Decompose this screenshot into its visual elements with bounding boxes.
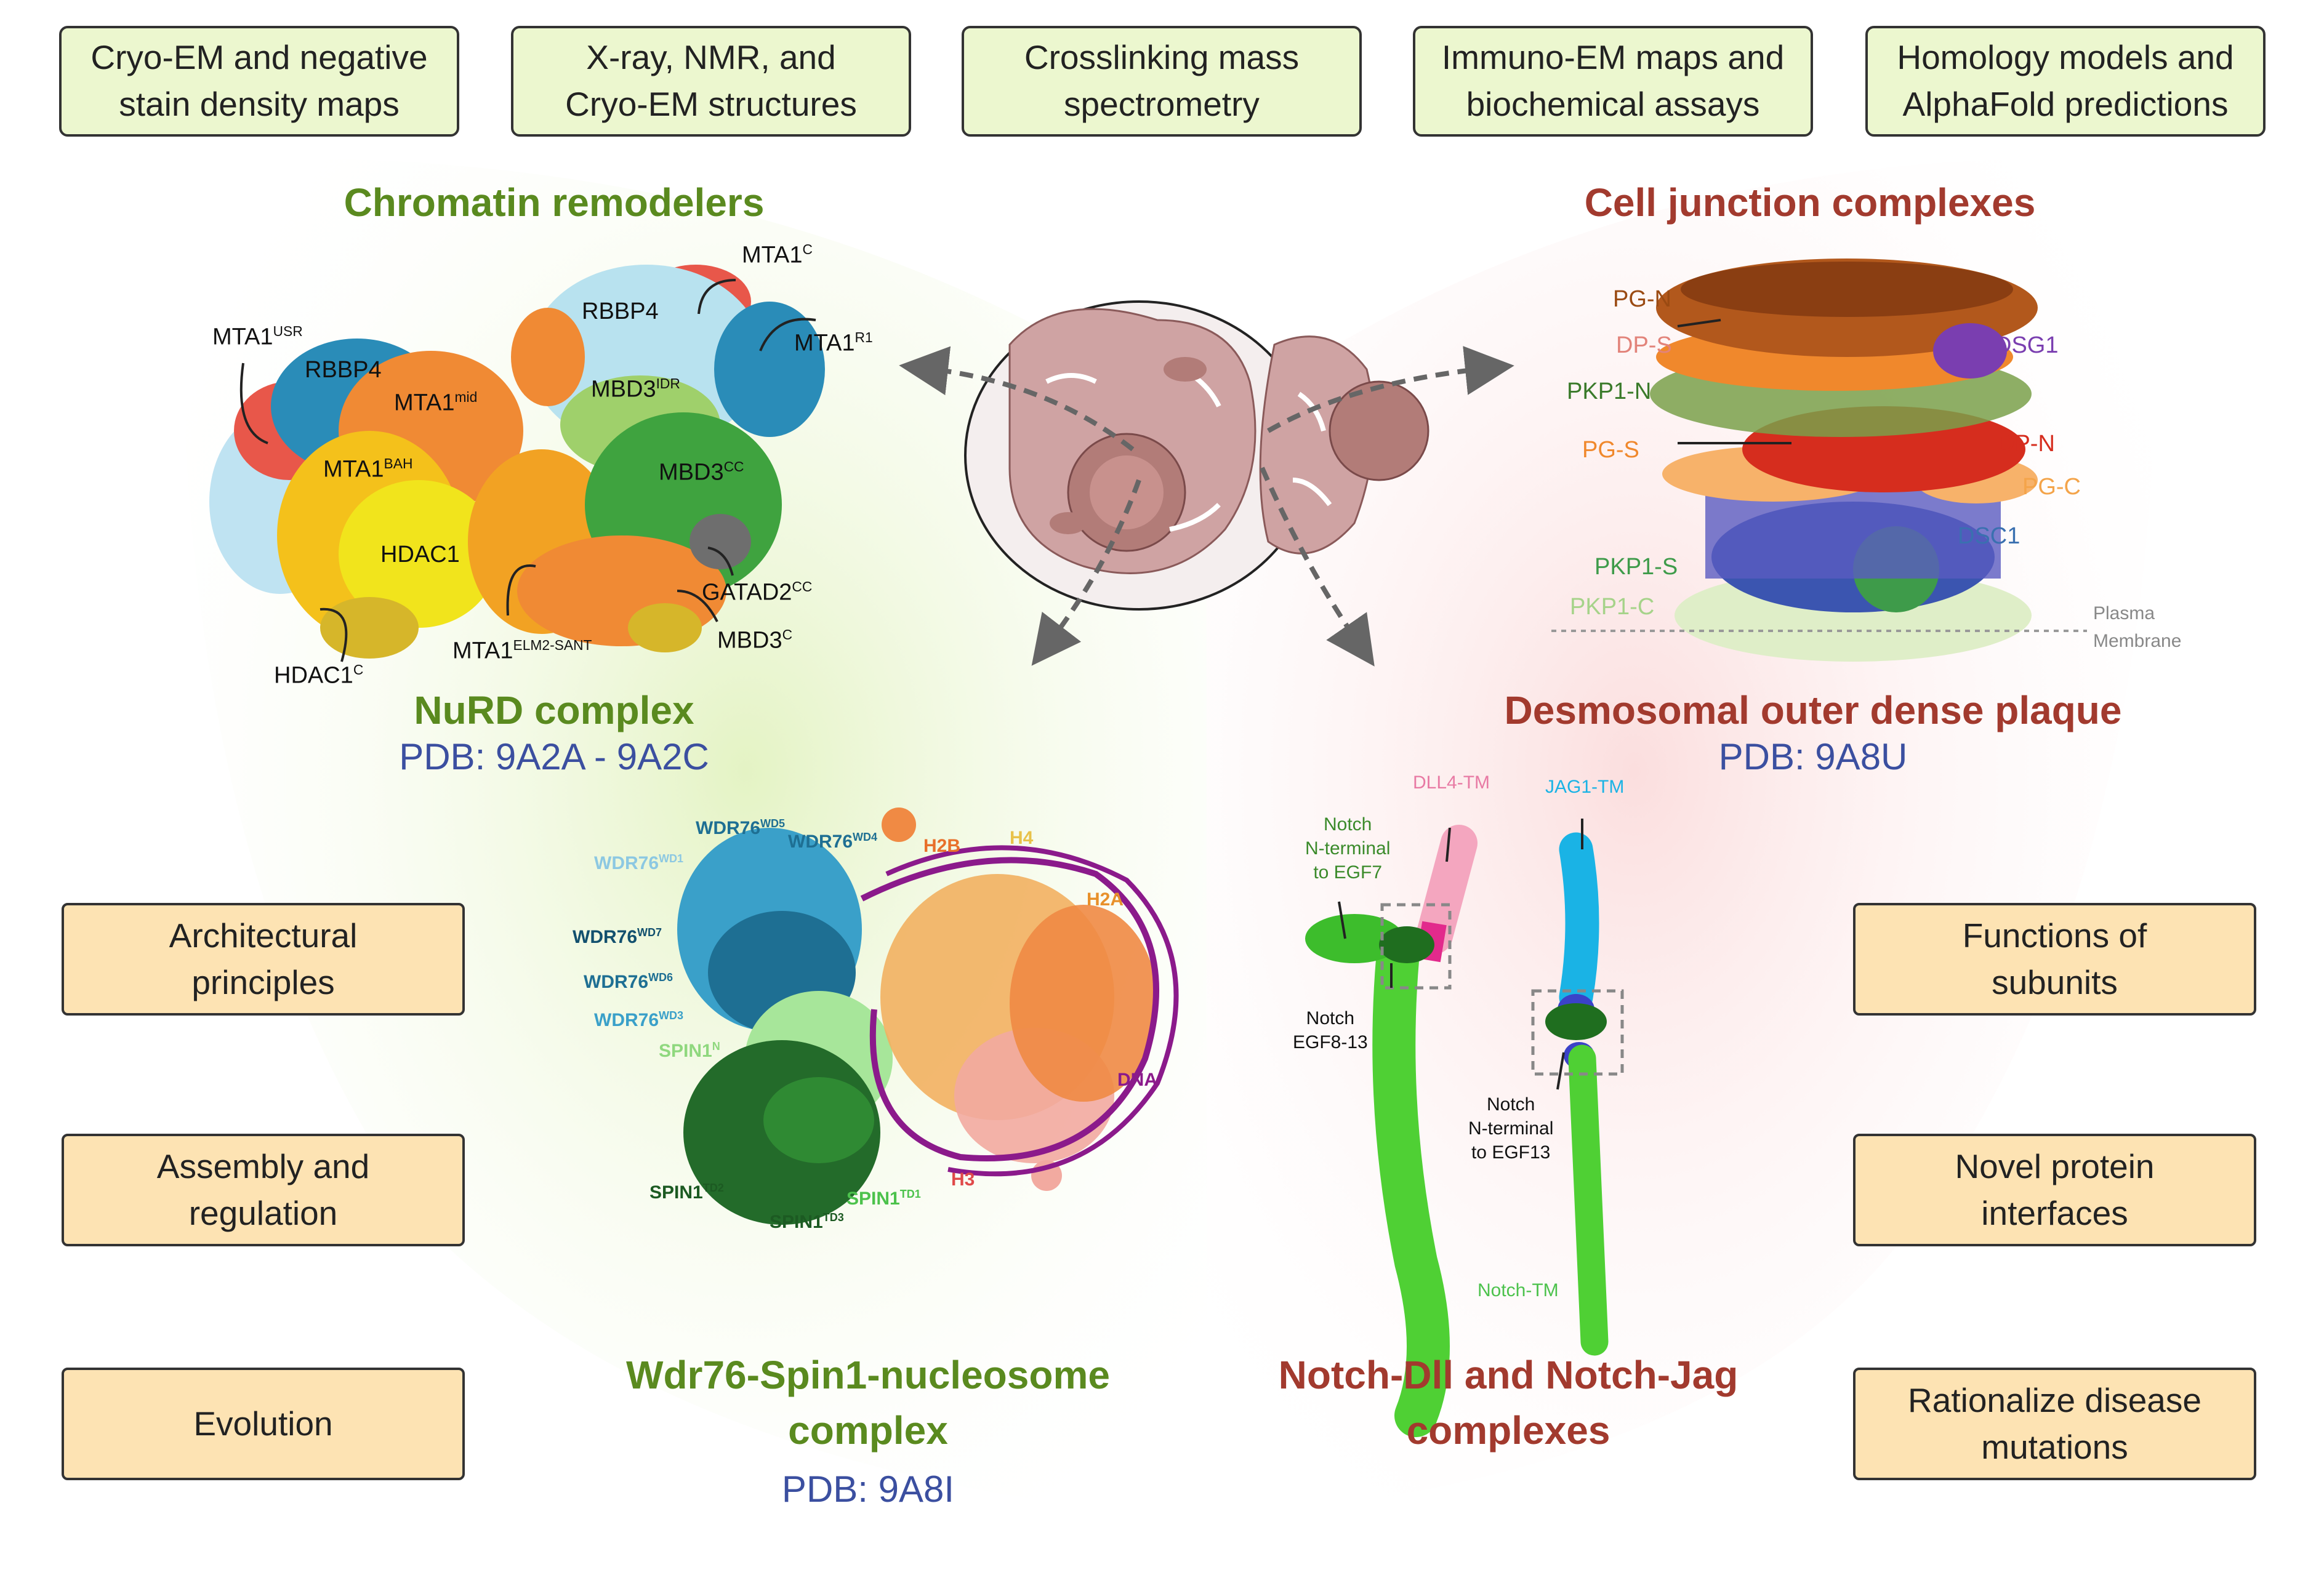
label-pg-s: PG-S bbox=[1582, 437, 1639, 463]
label-pkp1-c: PKP1-C bbox=[1570, 594, 1655, 620]
wdr76-title: Wdr76-Spin1-nucleosome complex bbox=[626, 1353, 1110, 1453]
label-jag1-tm: JAG1-TM bbox=[1545, 777, 1625, 797]
label-mta1-bah: MTA1BAH bbox=[323, 455, 413, 483]
label-plasma: Plasma bbox=[2093, 603, 2155, 623]
desmosome-pdb: PDB: 9A8U bbox=[1718, 736, 1908, 777]
label-wdr76-wd4: WDR76WD4 bbox=[788, 831, 878, 852]
nurd-structure bbox=[209, 265, 825, 659]
input-xray-nmr-structures: X-ray, NMR, and Cryo-EM structures bbox=[511, 26, 911, 137]
outcome-novel-interfaces: Novel protein interfaces bbox=[1853, 1134, 2256, 1246]
label-dsc1: DSC1 bbox=[1958, 523, 2020, 549]
label-membrane: Membrane bbox=[2093, 631, 2182, 651]
input-cryo-em-maps: Cryo-EM and negative stain density maps bbox=[59, 26, 459, 137]
label-notch-egf8-13: Notch EGF8-13 bbox=[1293, 1008, 1368, 1052]
label-mbd3-cc: MBD3CC bbox=[659, 459, 744, 486]
label-h4: H4 bbox=[1010, 828, 1034, 848]
label-mta1-elm2-sant: MTA1ELM2-SANT bbox=[452, 637, 592, 664]
nurd-title: NuRD complex bbox=[414, 688, 694, 732]
label-spin1-n: SPIN1N bbox=[659, 1040, 720, 1061]
input-homology-alphafold: Homology models and AlphaFold prediction… bbox=[1865, 26, 2266, 137]
notch-structures bbox=[1305, 825, 1624, 1437]
nurd-pdb: PDB: 9A2A - 9A2C bbox=[399, 736, 709, 777]
label-mta1-c: MTA1C bbox=[742, 241, 813, 268]
label-wdr76-wd7: WDR76WD7 bbox=[573, 926, 662, 947]
label-mta1-mid: MTA1mid bbox=[394, 389, 478, 416]
label-notch-n-terminal-egf13: Notch N-terminal to EGF13 bbox=[1468, 1094, 1554, 1163]
leader-lines bbox=[239, 279, 1791, 1090]
label-mbd3-idr: MBD3IDR bbox=[591, 375, 680, 403]
outcome-assembly-regulation: Assembly and regulation bbox=[62, 1134, 465, 1246]
label-h2b: H2B bbox=[923, 836, 961, 856]
label-notch-n-terminal-egf7: Notch N-terminal to EGF7 bbox=[1305, 814, 1391, 883]
label-pkp1-n: PKP1-N bbox=[1567, 379, 1652, 404]
label-hdac1: HDAC1 bbox=[380, 542, 460, 567]
label-dll4-tm: DLL4-TM bbox=[1413, 772, 1490, 793]
outcome-functions-of-subunits: Functions of subunits bbox=[1853, 903, 2256, 1016]
label-wdr76-wd6: WDR76WD6 bbox=[584, 971, 673, 992]
cell-illustration bbox=[964, 300, 1429, 611]
outcome-disease-mutations: Rationalize disease mutations bbox=[1853, 1368, 2256, 1480]
label-spin1-td1: SPIN1TD1 bbox=[846, 1188, 921, 1209]
label-pg-c: PG-C bbox=[2022, 474, 2081, 500]
wdr76-structure bbox=[677, 808, 1179, 1225]
desmosome-structure bbox=[1650, 258, 2038, 662]
label-rbbp4-top: RBBP4 bbox=[582, 299, 659, 324]
label-spin1-td3: SPIN1TD3 bbox=[770, 1211, 844, 1232]
label-dp-s: DP-S bbox=[1616, 332, 1672, 358]
label-spin1-td2: SPIN1TD2 bbox=[649, 1182, 724, 1203]
label-pg-n: PG-N bbox=[1613, 286, 1671, 312]
label-notch-tm: Notch-TM bbox=[1478, 1280, 1559, 1300]
label-pkp1-s: PKP1-S bbox=[1594, 554, 1678, 580]
notch-title: Notch-Dll and Notch-Jag complexes bbox=[1278, 1353, 1739, 1453]
label-dsg1: DSG1 bbox=[1995, 332, 2059, 358]
wdr76-pdb: PDB: 9A8I bbox=[781, 1469, 955, 1510]
label-wdr76-wd5: WDR76WD5 bbox=[696, 817, 786, 838]
cell-arrows bbox=[899, 346, 1514, 667]
section-title-chromatin-remodelers: Chromatin remodelers bbox=[344, 180, 765, 225]
label-mta1-r1: MTA1R1 bbox=[794, 329, 873, 356]
label-h2a: H2A bbox=[1087, 889, 1124, 910]
label-mta1-usr: MTA1USR bbox=[212, 323, 303, 350]
label-mbd3-c: MBD3C bbox=[717, 627, 793, 654]
label-hdac1-c: HDAC1C bbox=[274, 662, 364, 689]
label-gatad2-cc: GATAD2CC bbox=[702, 579, 813, 606]
outcome-architectural-principles: Architectural principles bbox=[62, 903, 465, 1016]
label-h3: H3 bbox=[951, 1169, 975, 1190]
outcome-evolution: Evolution bbox=[62, 1368, 465, 1480]
label-wdr76-wd3: WDR76WD3 bbox=[594, 1009, 684, 1030]
label-dp-n: DP-N bbox=[1998, 431, 2055, 457]
input-crosslinking-ms: Crosslinking mass spectrometry bbox=[962, 26, 1362, 137]
input-immuno-em: Immuno-EM maps and biochemical assays bbox=[1413, 26, 1813, 137]
section-title-cell-junction: Cell junction complexes bbox=[1584, 180, 2036, 225]
desmosome-title: Desmosomal outer dense plaque bbox=[1504, 688, 2122, 732]
label-wdr76-wd1: WDR76WD1 bbox=[594, 852, 684, 873]
label-rbbp4-left: RBBP4 bbox=[305, 357, 382, 383]
label-dna: DNA bbox=[1117, 1070, 1157, 1090]
